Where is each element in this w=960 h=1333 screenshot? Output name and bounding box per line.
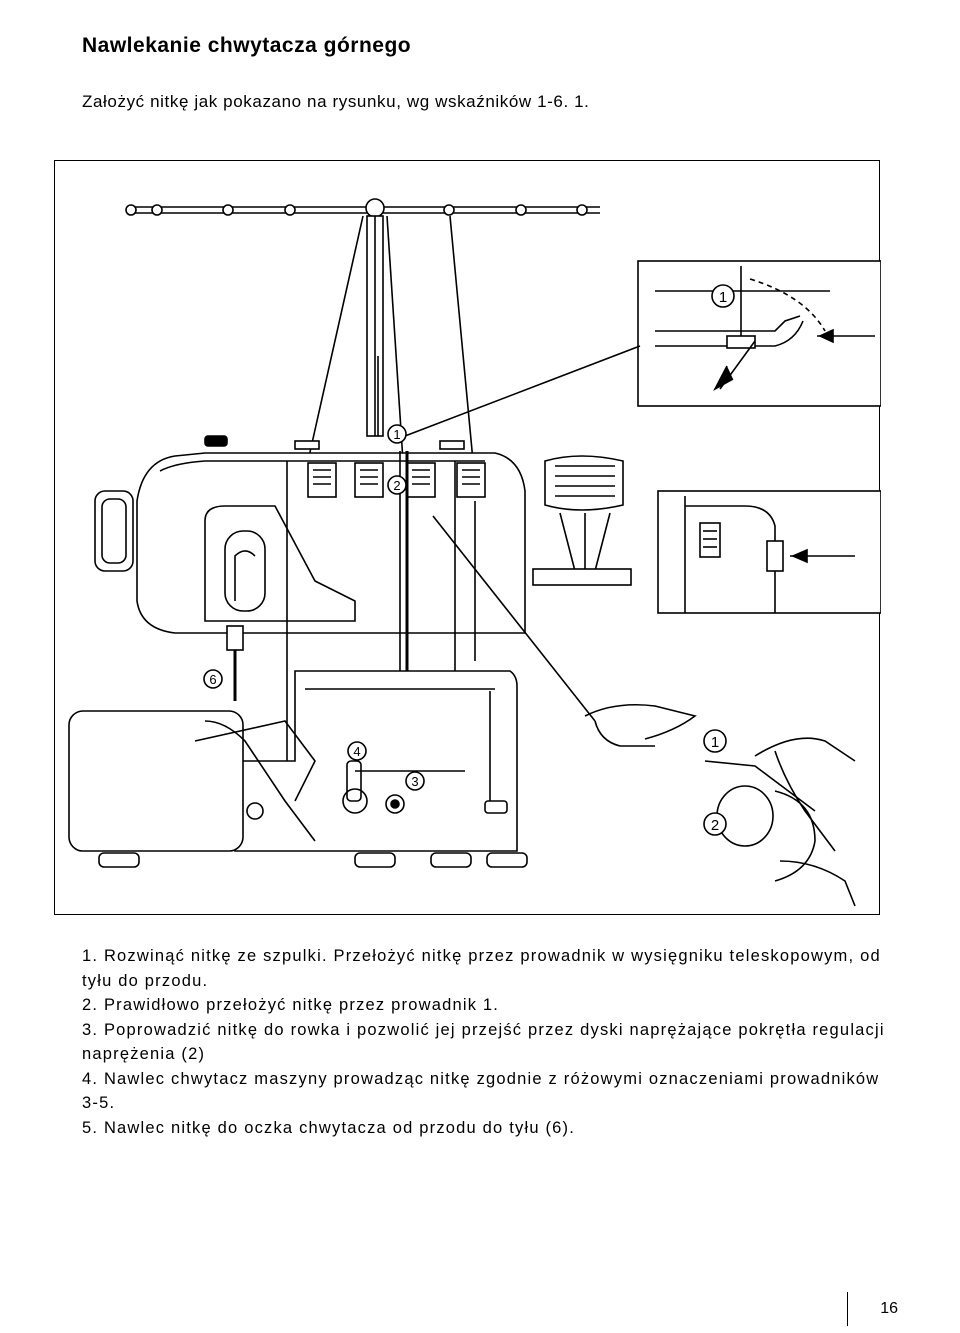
marker-4: 4 [353,744,360,759]
instruction-steps: 1. Rozwinąć nitkę ze szpulki. Przełożyć … [82,944,902,1140]
hand-threading-illustration: 1 2 [584,703,856,907]
serger-body [68,435,596,868]
marker-6: 6 [209,672,216,687]
telescopic-thread-guide [125,198,600,462]
step-3: 3. Poprowadzić nitkę do rowka i pozwolić… [82,1020,885,1064]
marker-1-inset: 1 [719,289,727,306]
page-number: 16 [847,1292,898,1326]
threading-figure: 1 1 2 [54,160,881,915]
step-1: 1. Rozwinąć nitkę ze szpulki. Przełożyć … [82,947,881,990]
threading-diagram: 1 1 2 [68,198,881,907]
page-title: Nawlekanie chwytacza górnego [82,34,412,57]
inset-guide-1: 1 [404,260,881,437]
thread-spool [532,455,632,586]
main-markers: 1 2 3 4 6 [203,424,425,791]
step-4: 4. Nawlec chwytacz maszyny prowadząc nit… [82,1069,880,1113]
step-2: 2. Prawidłowo przełożyć nitkę przez prow… [82,996,500,1014]
marker-2-hand: 2 [711,817,719,834]
marker-2-main: 2 [393,478,400,493]
marker-1-hand: 1 [711,734,719,751]
marker-3: 3 [411,774,418,789]
inset-guide-tension [657,490,881,614]
marker-1-main: 1 [393,427,400,442]
step-5: 5. Nawlec nitkę do oczka chwytacza od pr… [82,1118,576,1137]
intro-text: Założyć nitkę jak pokazano na rysunku, w… [82,92,590,111]
